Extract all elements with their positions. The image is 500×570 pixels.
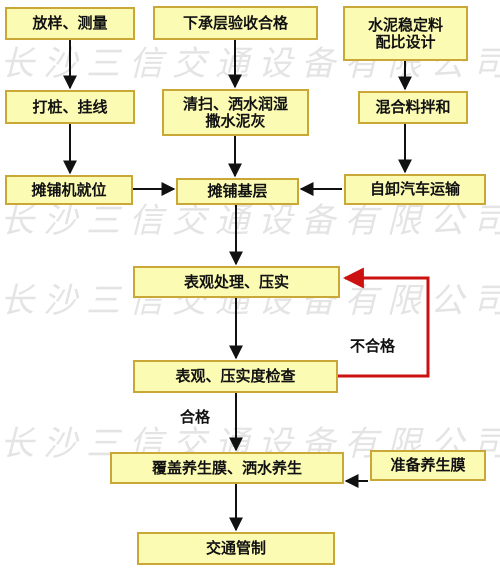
step-layout: 放样、测量 [5, 7, 135, 40]
step-paver: 摊铺机就位 [5, 175, 133, 205]
step-clean-wet: 清扫、洒水润湿 撒水泥灰 [162, 89, 309, 136]
step-inspect: 表观、压实度检查 [133, 360, 338, 393]
step-mixing: 混合料拌和 [358, 91, 468, 124]
step-spread: 摊铺基层 [176, 178, 299, 205]
step-staking: 打桩、挂线 [5, 90, 135, 124]
step-prepare-film: 准备养生膜 [370, 450, 486, 481]
step-subgrade-check: 下承层验收合格 [153, 6, 318, 40]
step-traffic: 交通管制 [137, 532, 335, 565]
step-truck: 自卸汽车运输 [344, 174, 486, 205]
step-mix-design: 水泥稳定料 配比设计 [343, 6, 468, 61]
label-pass: 合格 [180, 408, 211, 426]
label-fail: 不合格 [350, 337, 396, 355]
arrow-reject-loop [338, 267, 430, 378]
step-cure: 覆盖养生膜、洒水养生 [110, 452, 344, 484]
step-finish: 表观处理、压实 [133, 266, 340, 298]
